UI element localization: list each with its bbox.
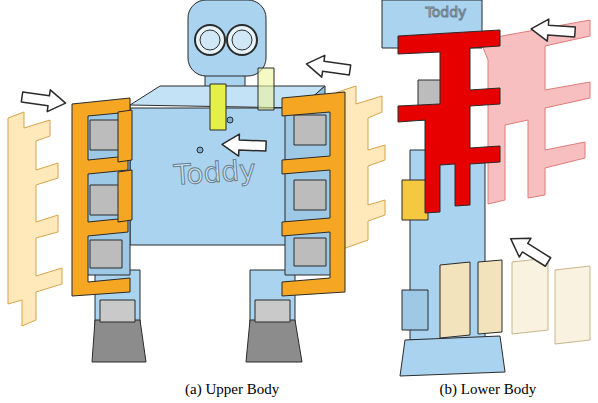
- bracket: [282, 92, 345, 296]
- screw: [197, 147, 203, 153]
- lower-body-view: [382, 0, 590, 376]
- screw: [227, 117, 233, 123]
- foot: [92, 320, 146, 362]
- servo: [294, 180, 326, 210]
- subfigure-caption: (b) Lower Body: [440, 381, 537, 398]
- foot: [246, 320, 302, 362]
- servo: [255, 300, 290, 322]
- ankle-bracket: [440, 260, 502, 338]
- connector-block: [210, 84, 226, 130]
- head: [188, 0, 266, 76]
- servo: [100, 300, 135, 322]
- brand-text: Toddy: [426, 4, 467, 20]
- servo: [402, 290, 428, 330]
- bracket-ghost: [480, 20, 590, 204]
- arrow: [305, 53, 352, 81]
- bracket-ghost: [8, 112, 62, 326]
- arrow: [505, 229, 554, 271]
- servo: [294, 115, 326, 145]
- bracket: [118, 110, 132, 222]
- eye: [232, 30, 252, 50]
- brand-text: Toddy: [173, 153, 257, 192]
- servo: [402, 180, 428, 220]
- arrow: [530, 18, 575, 43]
- bracket: [398, 30, 500, 213]
- arrow: [20, 86, 67, 114]
- foot: [400, 336, 505, 376]
- servo: [294, 238, 326, 266]
- arm: [285, 100, 335, 275]
- eye: [195, 25, 225, 55]
- connector-block-ghost: [258, 68, 274, 110]
- servo: [90, 240, 122, 268]
- bracket-ghost: [8, 112, 62, 326]
- ankle-bracket-ghost: [512, 258, 590, 344]
- eye: [200, 30, 220, 50]
- subfigure-caption: (a) Upper Body: [185, 381, 279, 398]
- leg-part: [250, 270, 295, 325]
- servo: [90, 185, 122, 215]
- eye: [227, 25, 257, 55]
- upper-body-view: [8, 0, 385, 362]
- leg-part: [95, 270, 140, 325]
- servo: [90, 120, 122, 150]
